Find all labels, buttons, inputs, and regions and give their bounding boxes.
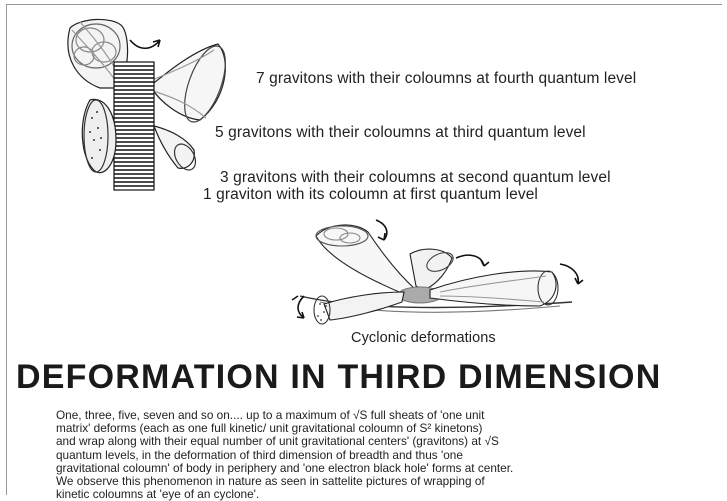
label-cyclonic-deformations: Cyclonic deformations xyxy=(351,330,496,346)
description-paragraph: One, three, five, seven and so on.... up… xyxy=(56,409,676,501)
label-seven-gravitons: 7 gravitons with their coloumns at fourt… xyxy=(256,70,636,88)
stacked-graviton-columns-illustration xyxy=(68,19,234,190)
paragraph-line: and wrap along with their equal number o… xyxy=(56,435,676,448)
paragraph-line: quantum levels, in the deformation of th… xyxy=(56,449,676,462)
label-three-gravitons: 3 gravitons with their coloumns at secon… xyxy=(220,169,611,187)
paragraph-line: kinetic coloumns at 'eye of an cyclone'. xyxy=(56,488,676,501)
page-heading: DEFORMATION IN THIRD DIMENSION xyxy=(16,358,716,397)
label-one-graviton: 1 graviton with its coloumn at first qua… xyxy=(203,186,538,204)
cyclonic-deformation-illustration xyxy=(292,220,583,324)
label-five-gravitons: 5 gravitons with their coloumns at third… xyxy=(215,124,586,142)
